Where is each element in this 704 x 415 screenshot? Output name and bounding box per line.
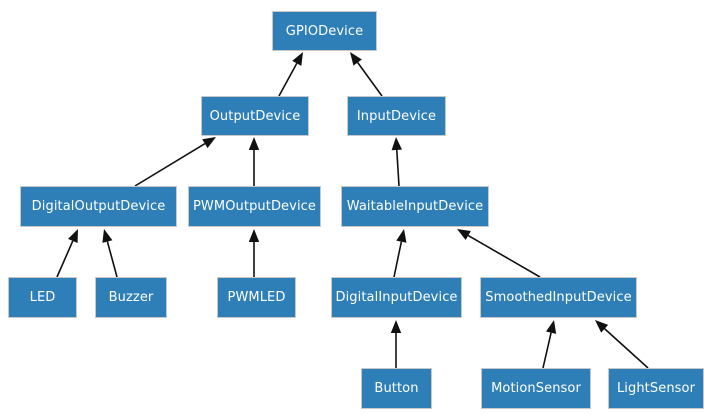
class-node-label: InputDevice [356,108,437,124]
edge-line [393,241,403,278]
class-node-pwmoutputdevice[interactable]: PWMOutputDevice [188,186,321,227]
edge-arrowhead [202,137,216,149]
class-node-label: WaitableInputDevice [346,199,484,214]
edge-arrowhead [546,320,557,334]
class-node-digitalinputdevice[interactable]: DigitalInputDevice [331,277,462,318]
inheritance-edge-button-to-digitalinputdevice [390,320,402,368]
inheritance-edge-inputdevice-to-gpiodevice [350,52,383,97]
edge-arrowhead [102,229,113,243]
inheritance-edge-smoothedinputdevice-to-waitableinputdevice [457,229,541,278]
edge-line [604,328,649,369]
class-node-label: PWMLED [227,290,286,305]
edge-line [542,332,552,369]
inheritance-edge-outputdevice-to-gpiodevice [278,52,303,97]
edge-arrowhead [350,52,362,66]
class-node-label: SmoothedInputDevice [485,290,632,305]
edge-arrowhead [457,229,471,241]
class-node-label: Buzzer [108,290,154,305]
class-node-label: GPIODevice [285,23,364,39]
edge-line [356,62,383,97]
edge-line [134,143,206,187]
edge-arrowhead [292,52,303,66]
class-node-waitableinputdevice[interactable]: WaitableInputDevice [341,186,489,227]
inheritance-edge-waitableinputdevice-to-inputdevice [391,137,402,187]
edge-arrowhead [391,137,402,151]
edge-line [467,234,541,278]
inheritance-edge-led-to-digitaloutputdevice [56,229,78,278]
inheritance-edge-pwmoutputdevice-to-outputdevice [248,137,260,186]
class-node-pwmled[interactable]: PWMLED [217,277,296,318]
class-node-label: LED [29,290,56,305]
class-node-smoothedinputdevice[interactable]: SmoothedInputDevice [480,277,637,318]
edge-line [395,149,400,187]
class-node-label: OutputDevice [209,108,301,124]
class-node-buzzer[interactable]: Buzzer [95,277,167,318]
class-node-motionsensor[interactable]: MotionSensor [481,368,591,409]
class-node-label: DigitalInputDevice [335,290,458,305]
edge-arrowhead [248,229,260,242]
class-node-led[interactable]: LED [8,277,77,318]
class-node-inputdevice[interactable]: InputDevice [347,96,446,136]
inheritance-edge-digitaloutputdevice-to-outputdevice [134,137,216,187]
class-node-label: DigitalOutputDevice [31,199,166,214]
class-node-button[interactable]: Button [361,368,432,409]
class-node-outputdevice[interactable]: OutputDevice [201,96,309,136]
edge-arrowhead [396,229,407,243]
class-node-digitaloutputdevice[interactable]: DigitalOutputDevice [20,186,177,227]
class-node-lightsensor[interactable]: LightSensor [608,368,704,409]
inheritance-edge-digitalinputdevice-to-waitableinputdevice [393,229,407,278]
inheritance-edge-lightsensor-to-smoothedinputdevice [595,320,649,369]
class-node-gpiodevice[interactable]: GPIODevice [272,11,377,51]
class-node-label: LightSensor [616,381,696,396]
edge-arrowhead [595,320,609,333]
inheritance-edge-pwmled-to-pwmoutputdevice [248,229,260,277]
edge-line [106,241,118,278]
edge-arrowhead [68,229,78,243]
edge-line [56,240,74,278]
class-node-label: PWMOutputDevice [192,199,317,214]
class-node-label: Button [374,381,419,396]
edge-arrowhead [248,137,260,150]
edge-line [278,63,298,97]
edge-arrowhead [390,320,402,333]
inheritance-edge-motionsensor-to-smoothedinputdevice [542,320,557,369]
class-node-label: MotionSensor [491,381,581,396]
inheritance-edge-buzzer-to-digitaloutputdevice [102,229,118,278]
